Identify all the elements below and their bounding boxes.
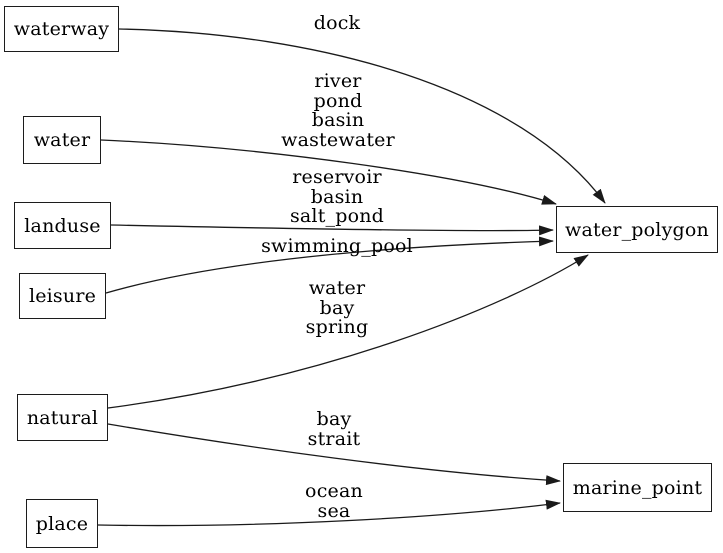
edge-natural-marine_point bbox=[107, 423, 561, 486]
edge-label-swimming_pool: swimming_pool bbox=[261, 235, 413, 257]
node-water: water bbox=[23, 116, 101, 164]
edge-label-natural-to-marine_point: bay strait bbox=[307, 408, 361, 450]
edge-label-line: bay bbox=[316, 408, 352, 430]
node-natural: natural bbox=[17, 394, 108, 441]
node-waterway: waterway bbox=[4, 6, 119, 52]
edge-label-line: strait bbox=[307, 427, 361, 450]
edge-label-line: wastewater bbox=[281, 128, 395, 151]
edge-landuse-water_polygon bbox=[110, 224, 554, 236]
edge-label-landuse-to-water_polygon: reservoir basin salt_pond bbox=[289, 166, 385, 227]
node-marine_point: marine_point bbox=[563, 463, 712, 512]
edge-place-marine_point bbox=[97, 499, 561, 527]
edge-label-water-to-water_polygon: river pond basin wastewater bbox=[281, 70, 395, 151]
edge-label-line: pond bbox=[313, 89, 363, 112]
edge-label-place-to-marine_point: ocean sea bbox=[305, 480, 363, 522]
node-water_polygon: water_polygon bbox=[556, 206, 718, 253]
edge-label-line: river bbox=[314, 70, 362, 92]
edge-label-line: salt_pond bbox=[289, 205, 385, 227]
edge-label-line: sea bbox=[317, 499, 351, 522]
edge-label-line: bay bbox=[319, 296, 355, 319]
edge-natural-water_polygon bbox=[107, 254, 589, 409]
edge-label-line: swimming_pool bbox=[261, 235, 413, 257]
edge-label-line: reservoir bbox=[292, 166, 382, 188]
edge-label-dock: dock bbox=[313, 12, 361, 34]
node-place: place bbox=[26, 499, 98, 548]
edge-label-line: ocean bbox=[305, 480, 363, 502]
edge-label-line: water bbox=[308, 277, 366, 299]
edge-water-water_polygon bbox=[100, 139, 557, 205]
edge-label-line: basin bbox=[311, 109, 365, 131]
edge-waterway-water_polygon bbox=[118, 28, 606, 204]
edge-label-line: spring bbox=[305, 316, 369, 338]
node-leisure: leisure bbox=[19, 273, 106, 319]
edge-label-line: dock bbox=[313, 12, 361, 34]
edge-leisure-water_polygon bbox=[105, 236, 554, 294]
edge-label-line: basin bbox=[310, 185, 364, 208]
node-landuse: landuse bbox=[14, 202, 111, 249]
edge-label-natural-to-water_polygon: water bay spring bbox=[305, 277, 369, 338]
